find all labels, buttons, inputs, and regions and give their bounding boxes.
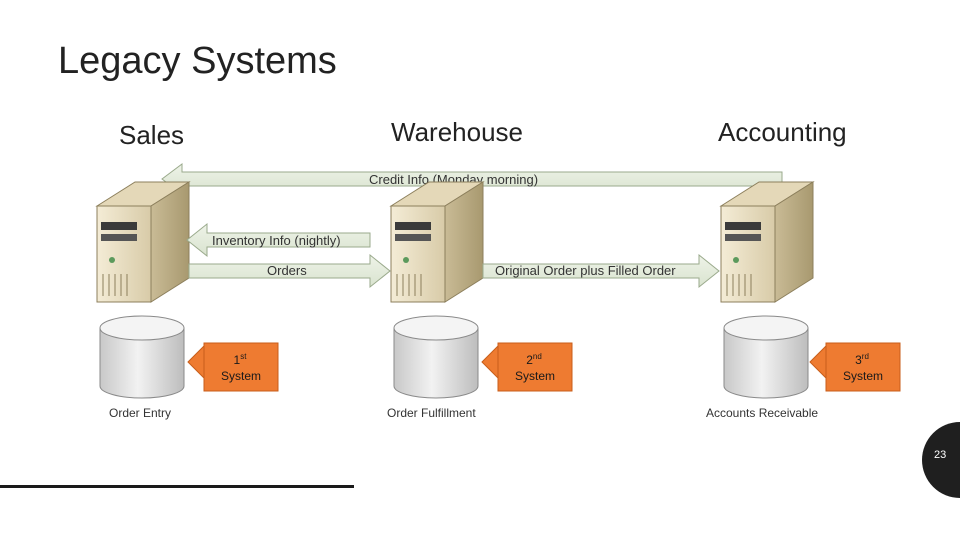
system-tag-first-word: System — [221, 369, 261, 383]
system-tag-third-ordinal: 3rd — [855, 352, 869, 367]
server-warehouse — [389, 181, 485, 303]
legacy-systems-diagram: Sales Warehouse Accounting Credit Info (… — [67, 116, 903, 423]
database-order-entry: Order Entry — [99, 315, 185, 420]
system-tag-first-sup: st — [240, 352, 247, 361]
system-tag-third-num: 3 — [855, 353, 862, 367]
system-tag-second-word: System — [515, 369, 555, 383]
database-order-fulfillment: Order Fulfillment — [387, 315, 479, 420]
system-tag-third: 3rd System — [809, 342, 901, 392]
arrow-inventory-info: Inventory Info (nightly) — [186, 222, 371, 258]
arrow-label-inventory-info: Inventory Info (nightly) — [212, 233, 341, 248]
arrow-label-original-order: Original Order plus Filled Order — [495, 263, 676, 278]
arrow-label-orders: Orders — [267, 263, 307, 278]
system-tag-second-num: 2 — [526, 353, 533, 367]
column-header-sales: Sales — [119, 120, 184, 150]
system-tag-first-ordinal: 1st — [234, 352, 248, 367]
slide-title: Legacy Systems — [58, 40, 337, 82]
arrow-orders: Orders — [188, 253, 391, 289]
column-header-accounting: Accounting — [718, 117, 847, 147]
bottom-rule — [0, 485, 354, 488]
system-tag-second-ordinal: 2nd — [526, 352, 542, 367]
server-sales — [95, 181, 191, 303]
system-tag-first: 1st System — [187, 342, 279, 392]
system-tag-second: 2nd System — [481, 342, 573, 392]
system-tag-third-word: System — [843, 369, 883, 383]
system-tag-third-sup: rd — [862, 352, 869, 361]
database-label-order-entry: Order Entry — [109, 406, 171, 420]
database-accounts-receivable: Accounts Receivable — [706, 315, 818, 420]
page-number: 23 — [934, 449, 947, 461]
arrow-original-order: Original Order plus Filled Order — [482, 253, 720, 289]
system-tag-second-sup: nd — [533, 352, 542, 361]
database-label-accounts-receivable: Accounts Receivable — [706, 406, 818, 420]
database-label-order-fulfillment: Order Fulfillment — [387, 406, 476, 420]
column-header-warehouse: Warehouse — [391, 117, 523, 147]
arrow-label-credit-info: Credit Info (Monday morning) — [369, 172, 538, 187]
system-tag-first-num: 1 — [234, 353, 241, 367]
server-accounting — [719, 181, 815, 303]
